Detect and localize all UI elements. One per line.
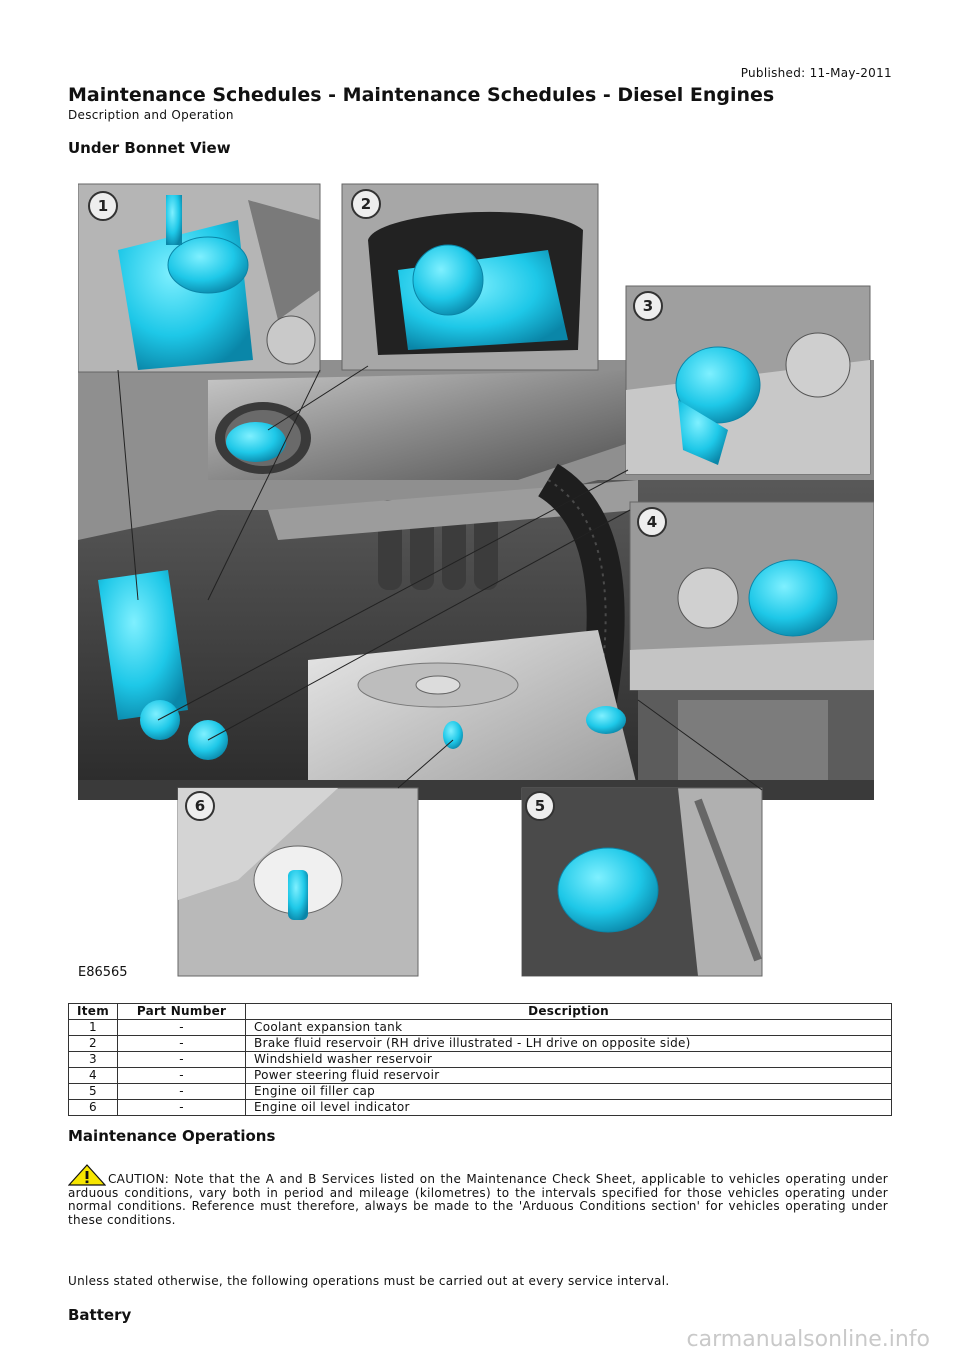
inset-6-oil-level-indicator: 6 xyxy=(177,787,419,977)
cell-part-number: - xyxy=(117,1051,247,1068)
section-heading-under-bonnet: Under Bonnet View xyxy=(68,139,231,157)
cell-item: 6 xyxy=(67,1099,119,1116)
cell-part-number: - xyxy=(117,1035,247,1052)
parts-table: Item Part Number Description 1 - Coolant… xyxy=(67,1003,892,1116)
cell-part-number: - xyxy=(117,1099,247,1116)
table-row: 3 - Windshield washer reservoir xyxy=(67,1051,892,1068)
column-header-item: Item xyxy=(67,1003,119,1020)
cell-description: Engine oil filler cap xyxy=(245,1083,892,1100)
service-interval-note: Unless stated otherwise, the following o… xyxy=(68,1274,670,1288)
figure-id: E86565 xyxy=(78,965,128,980)
cell-item: 4 xyxy=(67,1067,119,1084)
cell-description: Power steering fluid reservoir xyxy=(245,1067,892,1084)
table-row: 2 - Brake fluid reservoir (RH drive illu… xyxy=(67,1035,892,1052)
page-title: Maintenance Schedules - Maintenance Sche… xyxy=(68,84,775,106)
section-heading-maintenance-operations: Maintenance Operations xyxy=(68,1127,276,1145)
watermark: carmanualsonline.info xyxy=(686,1327,930,1352)
warning-triangle-icon xyxy=(67,1164,107,1186)
cell-description: Coolant expansion tank xyxy=(245,1019,892,1036)
svg-text:2: 2 xyxy=(361,195,371,213)
table-row: 1 - Coolant expansion tank xyxy=(67,1019,892,1036)
cell-description: Windshield washer reservoir xyxy=(245,1051,892,1068)
table-row: 4 - Power steering fluid reservoir xyxy=(67,1067,892,1084)
inset-3-washer-reservoir: 3 xyxy=(625,285,871,475)
section-heading-battery: Battery xyxy=(68,1306,132,1324)
column-header-part-number: Part Number xyxy=(117,1003,247,1020)
cell-item: 5 xyxy=(67,1083,119,1100)
cell-description: Brake fluid reservoir (RH drive illustra… xyxy=(245,1035,892,1052)
cell-part-number: - xyxy=(117,1019,247,1036)
cell-item: 2 xyxy=(67,1035,119,1052)
column-header-description: Description xyxy=(245,1003,892,1020)
table-header-row: Item Part Number Description xyxy=(67,1003,892,1020)
svg-text:3: 3 xyxy=(643,297,653,315)
cell-item: 1 xyxy=(67,1019,119,1036)
caution-note: CAUTION: Note that the A and B Services … xyxy=(67,1164,888,1227)
cell-part-number: - xyxy=(117,1067,247,1084)
published-date: Published: 11-May-2011 xyxy=(740,66,892,80)
inset-2-brake-reservoir: 2 xyxy=(341,183,599,371)
cell-item: 3 xyxy=(67,1051,119,1068)
svg-text:6: 6 xyxy=(195,797,205,815)
svg-text:4: 4 xyxy=(647,513,657,531)
svg-text:5: 5 xyxy=(535,797,545,815)
caution-text: CAUTION: Note that the A and B Services … xyxy=(68,1172,888,1227)
cell-part-number: - xyxy=(117,1083,247,1100)
inset-5-oil-filler-cap: 5 xyxy=(521,787,763,977)
leader-lines xyxy=(117,365,763,791)
inset-1-coolant-tank: 1 xyxy=(78,183,321,373)
cell-description: Engine oil level indicator xyxy=(245,1099,892,1116)
svg-text:1: 1 xyxy=(98,197,108,215)
table-row: 6 - Engine oil level indicator xyxy=(67,1099,892,1116)
table-row: 5 - Engine oil filler cap xyxy=(67,1083,892,1100)
under-bonnet-illustration: 1 2 3 4 xyxy=(78,180,874,980)
page-subtitle: Description and Operation xyxy=(68,108,234,122)
inset-4-power-steering-reservoir: 4 xyxy=(629,501,874,691)
